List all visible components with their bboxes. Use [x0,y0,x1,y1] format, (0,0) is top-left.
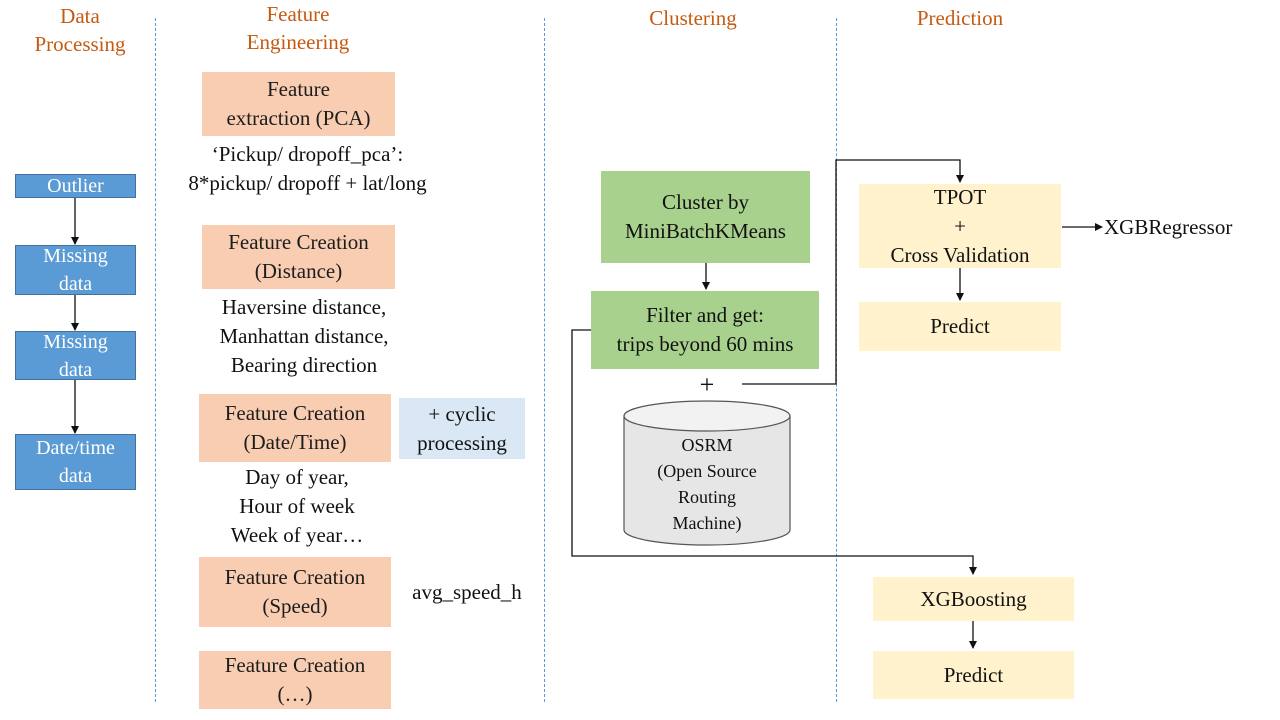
box-text: Cluster by [662,190,749,214]
box-text: (…) [277,682,313,706]
desc-line: ‘Pickup/ dropoff_pca’: [211,142,404,166]
desc-line: Day of year, [245,465,349,489]
header-line: Data [60,4,100,28]
box-text: Date/time [36,437,115,459]
box-text: TPOT [933,184,987,209]
box-text: Missing [43,245,108,267]
box-text: data [58,358,93,381]
filter-box: Filter and get: trips beyond 60 mins [591,291,819,369]
box-text: processing [417,430,507,455]
header-line: Processing [34,32,126,56]
speed-description: avg_speed_h [412,580,522,604]
box-text: data [58,273,93,295]
connector-filter-to-xgboosting [571,329,977,575]
header-line: Feature [266,2,330,26]
missing-data-box-2: Missing data [15,330,136,381]
box-text: (Speed) [262,594,328,618]
box-text: Feature Creation [224,401,366,425]
desc-line: 8*pickup/ dropoff + lat/long [188,171,427,195]
box-text: (Distance) [254,259,343,283]
speed-box: Feature Creation (Speed) [199,557,391,627]
osrm-line: (Open Source [657,461,757,481]
desc-line: Week of year… [230,523,364,547]
pca-box: Feature extraction (PCA) [202,72,395,136]
box-text: XGBoosting [920,586,1027,611]
connector-plus-to-tpot [742,159,964,385]
box-text: Feature [267,77,330,101]
osrm-line: Routing [677,487,736,507]
box-text: MiniBatchKMeans [625,219,786,243]
box-text: data [58,465,93,487]
osrm-line: Machine) [672,513,742,533]
box-text: + cyclic [428,401,496,426]
header-line: Engineering [246,30,350,54]
box-text: (Date/Time) [243,430,347,454]
box-text: Missing [43,330,108,353]
header-clustering: Clustering [649,6,737,30]
divider-2 [544,18,545,702]
box-text: Filter and get: [646,303,764,327]
box-text: trips beyond 60 mins [616,332,794,356]
divider-1 [155,18,156,702]
datetime-data-box: Date/time data [15,434,136,490]
desc-line: Hour of week [239,494,355,518]
osrm-cylinder-shape [623,400,791,546]
box-text: Feature Creation [228,230,369,254]
distance-box: Feature Creation (Distance) [202,225,395,289]
pca-description: ‘Pickup/ dropoff_pca’: 8*pickup/ dropoff… [160,140,455,198]
desc-line: Manhattan distance, [219,324,389,348]
box-text: Outlier [47,175,104,197]
header-data-processing: Data Processing [10,2,150,58]
box-text: + [954,213,966,238]
desc-line: Bearing direction [230,353,378,377]
other-feature-box: Feature Creation (…) [199,651,391,709]
missing-data-box-1: Missing data [15,245,136,295]
cluster-box: Cluster by MiniBatchKMeans [601,171,810,263]
box-text: extraction (PCA) [226,106,371,130]
header-feature-engineering: Feature Engineering [218,0,378,56]
tpot-box: TPOT + Cross Validation [859,184,1061,268]
header-prediction: Prediction [916,6,1004,30]
plus-sign: + [699,370,715,399]
distance-description: Haversine distance, Manhattan distance, … [190,293,418,380]
xgboosting-box: XGBoosting [873,577,1074,621]
cyclic-processing-box: + cyclic processing [399,398,525,459]
box-text: Feature Creation [224,565,366,589]
box-text: Predict [943,662,1004,687]
datetime-box: Feature Creation (Date/Time) [199,394,391,462]
predict-box-1: Predict [859,302,1061,351]
desc-line: Haversine distance, [221,295,387,319]
box-text: Cross Validation [890,242,1030,267]
predict-box-2: Predict [873,651,1074,699]
box-text: Feature Creation [224,653,366,677]
datetime-description: Day of year, Hour of week Week of year… [198,463,396,550]
xgbregressor-label: XGBRegressor [1104,215,1233,239]
box-text: Predict [930,314,990,338]
osrm-line: OSRM [681,435,733,455]
outlier-box: Outlier [15,174,136,198]
osrm-label: OSRM (Open Source Routing Machine) [630,432,784,536]
